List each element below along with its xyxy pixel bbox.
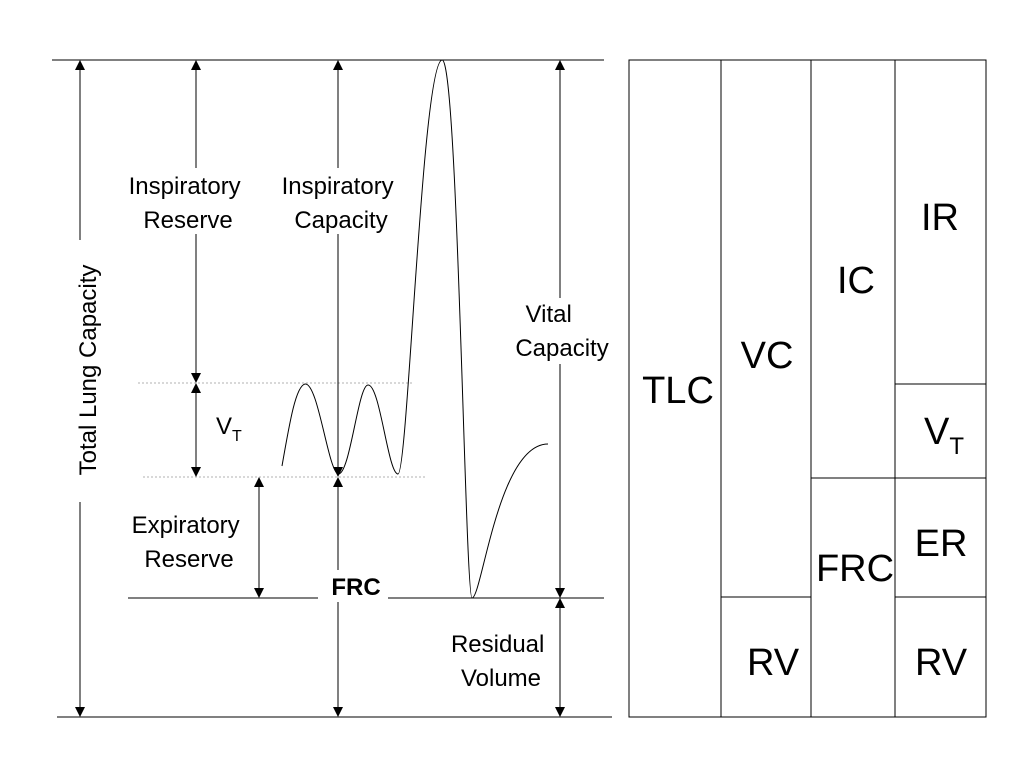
inspiratory-capacity-label-bg — [272, 168, 410, 234]
spirogram-panel: Total Lung Capacity Inspiratory Reserve … — [52, 59, 617, 718]
vt-cell: VT — [924, 411, 964, 460]
inspiratory-capacity-label: Inspiratory Capacity — [282, 173, 401, 234]
expiratory-reserve-label: Expiratory Reserve — [132, 512, 247, 573]
vital-capacity-label: Vital Capacity — [515, 301, 608, 362]
expiratory-reserve-line-2: Reserve — [144, 546, 233, 573]
rv-cell-col4: RV — [915, 642, 968, 684]
frc-cell: FRC — [816, 548, 894, 590]
breathing-trace — [281, 59, 549, 599]
expiratory-reserve-line-1: Expiratory — [132, 512, 240, 539]
tlc-cell: TLC — [642, 370, 714, 412]
residual-volume-line-1: Residual — [451, 631, 544, 658]
tidal-volume-main: V — [216, 413, 232, 440]
inspiratory-capacity-line-2: Capacity — [294, 207, 387, 234]
rv-cell-col2: RV — [747, 642, 800, 684]
tidal-volume-sub: T — [232, 428, 242, 445]
tidal-volume-label: VT — [216, 413, 242, 445]
residual-volume-label-bg — [444, 625, 556, 695]
inspiratory-reserve-label-bg — [120, 168, 260, 234]
total-lung-capacity-label-bg — [68, 240, 92, 502]
residual-volume-line-2: Volume — [461, 665, 541, 692]
total-lung-capacity-label: Total Lung Capacity — [75, 265, 102, 476]
inspiratory-reserve-line-1: Inspiratory — [129, 173, 241, 200]
er-cell: ER — [915, 523, 968, 565]
frc-label-bg — [320, 570, 388, 602]
vt-cell-sub: T — [949, 433, 964, 460]
vc-cell: VC — [741, 335, 794, 377]
ic-cell: IC — [837, 260, 875, 302]
residual-volume-label: Residual Volume — [451, 631, 551, 692]
vital-capacity-line-2: Capacity — [515, 335, 608, 362]
inspiratory-capacity-line-1: Inspiratory — [282, 173, 394, 200]
inspiratory-reserve-label: Inspiratory Reserve — [129, 173, 248, 234]
vt-cell-main: V — [924, 411, 950, 453]
vital-capacity-label-bg — [505, 298, 617, 364]
volume-table-border — [628, 59, 987, 718]
volume-table: TLC VC RV IC FRC IR VT ER RV — [628, 59, 987, 718]
frc-label: FRC — [331, 574, 380, 601]
vital-capacity-line-1: Vital — [526, 301, 572, 328]
inspiratory-reserve-line-2: Reserve — [143, 207, 232, 234]
ir-cell: IR — [921, 197, 959, 239]
